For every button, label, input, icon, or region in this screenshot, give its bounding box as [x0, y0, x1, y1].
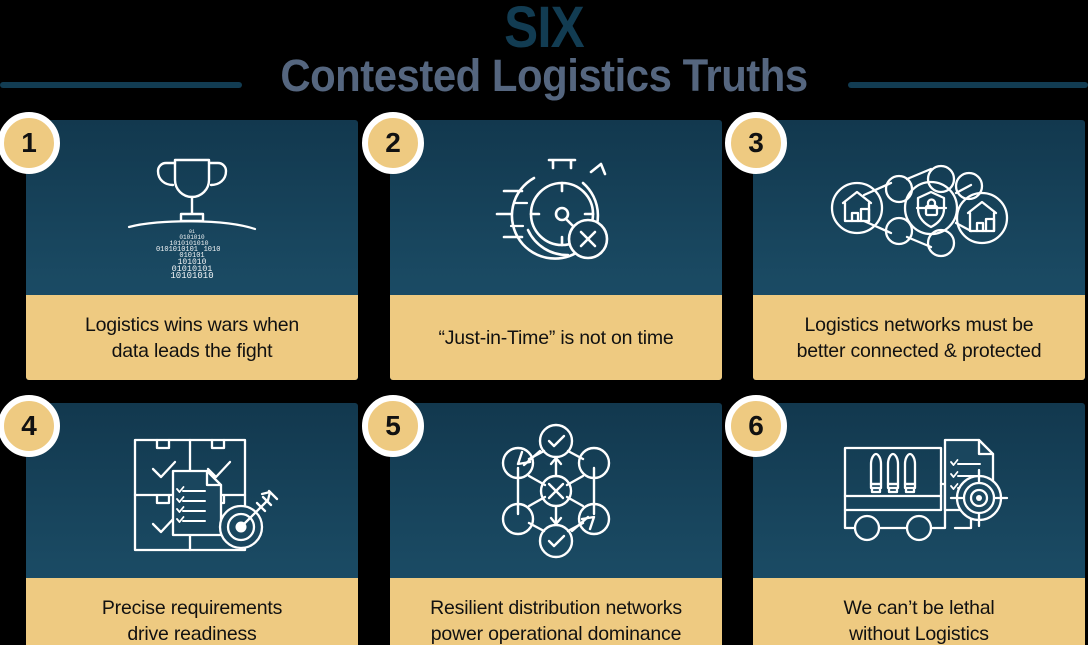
card-3-number-badge: 3: [725, 112, 787, 174]
checked-boxes-checklist-target-icon: [26, 403, 358, 578]
svg-text:1010: 1010: [204, 246, 221, 254]
card-3-caption: Logistics networks must be better connec…: [753, 295, 1085, 380]
rerouting-node-network-icon: [390, 403, 722, 578]
card-2-number-badge: 2: [362, 112, 424, 174]
svg-text:1010101010: 1010101010: [169, 240, 208, 247]
card-6[interactable]: We can’t be lethal without Logistics: [753, 403, 1085, 645]
card-5-number-badge: 5: [362, 395, 424, 457]
card-4-caption: Precise requirements drive readiness: [26, 578, 358, 645]
card-5[interactable]: Resilient distribution networks power op…: [390, 403, 722, 645]
card-1[interactable]: 01 0101010 1010101010 . 0101010101 1010 …: [26, 120, 358, 380]
svg-text:01010101: 01010101: [172, 264, 213, 274]
title-rule-right: [848, 82, 1088, 88]
card-3-number: 3: [748, 127, 764, 158]
card-1-caption: Logistics wins wars when data leads the …: [26, 295, 358, 380]
card-4-number-badge: 4: [0, 395, 60, 457]
card-6-caption-line2: without Logistics: [849, 622, 989, 645]
card-6-caption: We can’t be lethal without Logistics: [753, 578, 1085, 645]
page-title-sub: Contested Logistics Truths: [280, 50, 808, 101]
card-6-number-badge: 6: [725, 395, 787, 457]
cards-grid: 01 0101010 1010101010 . 0101010101 1010 …: [0, 112, 1088, 645]
card-1-caption-line2: data leads the fight: [111, 339, 273, 362]
card-6-number: 6: [748, 410, 764, 441]
card-2-number: 2: [385, 127, 401, 158]
card-4-caption-line1: Precise requirements: [101, 596, 283, 619]
card-5-caption-line2: power operational dominance: [430, 622, 682, 645]
card-4-number: 4: [21, 410, 37, 441]
card-4-caption-line2: drive readiness: [127, 622, 257, 645]
title-block: SIX Contested Logistics Truths: [0, 0, 1088, 108]
svg-text:0101010: 0101010: [179, 234, 205, 241]
card-2[interactable]: “Just-in-Time” is not on time: [390, 120, 722, 380]
card-5-caption-line1: Resilient distribution networks: [430, 596, 682, 619]
card-3[interactable]: Logistics networks must be better connec…: [753, 120, 1085, 380]
svg-text:0101010101: 0101010101: [156, 246, 198, 254]
card-2-caption: “Just-in-Time” is not on time: [390, 295, 722, 380]
card-3-caption-line2: better connected & protected: [796, 339, 1042, 362]
card-1-number-badge: 1: [0, 112, 60, 174]
svg-text:010101: 010101: [179, 252, 204, 260]
card-3-caption-line1: Logistics networks must be: [804, 313, 1034, 336]
card-5-caption: Resilient distribution networks power op…: [390, 578, 722, 645]
title-rule-left: [0, 82, 242, 88]
page-title-main: SIX: [504, 0, 585, 60]
svg-text:.: .: [193, 240, 197, 247]
card-1-number: 1: [21, 127, 37, 158]
svg-text:01: 01: [189, 229, 195, 235]
munitions-truck-checklist-target-icon: [753, 403, 1085, 578]
card-1-caption-line1: Logistics wins wars when: [84, 313, 300, 336]
connected-warehouses-shield-lock-icon: [753, 120, 1085, 295]
card-4[interactable]: Precise requirements drive readiness: [26, 403, 358, 645]
svg-text:101010: 101010: [178, 258, 207, 267]
trophy-on-data-horizon-icon: 01 0101010 1010101010 . 0101010101 1010 …: [26, 120, 358, 295]
card-5-number: 5: [385, 410, 401, 441]
svg-text:10101010: 10101010: [170, 271, 213, 278]
card-6-caption-line1: We can’t be lethal: [843, 596, 995, 619]
stopwatch-with-x-icon: [390, 120, 722, 295]
card-2-caption-line1: “Just-in-Time” is not on time: [438, 326, 674, 349]
